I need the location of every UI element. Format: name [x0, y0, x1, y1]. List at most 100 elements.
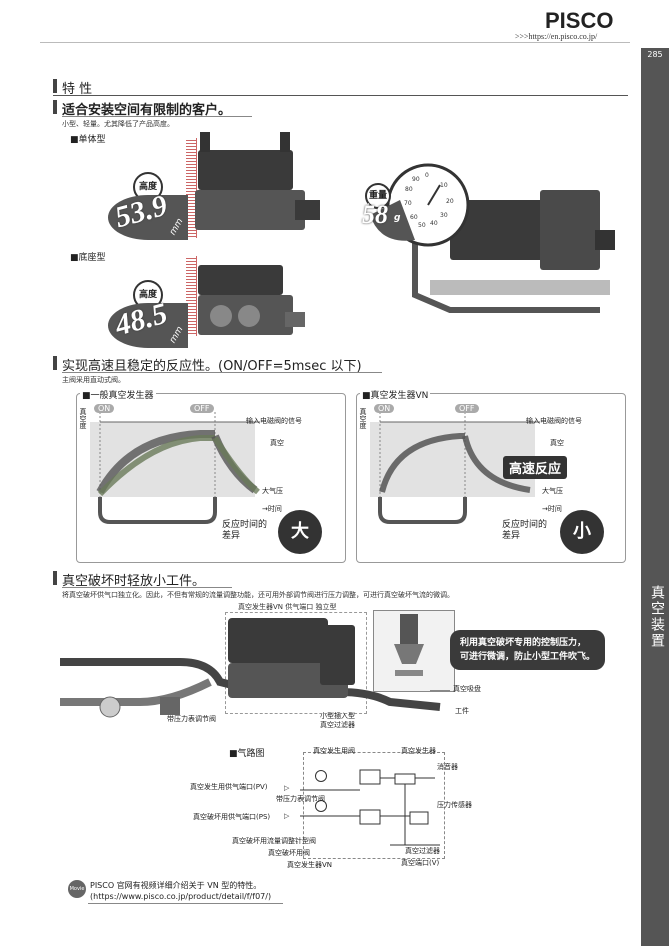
vn-valve-top: [228, 618, 328, 663]
weight-label: 重量: [365, 183, 391, 209]
height-value-bg-single: [108, 195, 188, 240]
single-type-label: ■单体型: [70, 135, 106, 145]
left-atm-label: 大气压: [262, 487, 283, 495]
filter-label: 小型插入型 真空过滤器: [320, 712, 355, 729]
pv-arrow-icon: ▷: [284, 784, 290, 792]
section1-underline: [62, 116, 252, 117]
single-coil-right: [280, 132, 290, 152]
right-on-burst: ON: [374, 404, 395, 413]
right-atm-label: 大气压: [542, 487, 563, 495]
section2-underline: [62, 372, 382, 373]
break-callout: 利用真空破坏专用的控制压力， 可进行微调，防止小型工件吹飞。: [450, 630, 606, 670]
footer-text-1: PISCO 官网有视频详细介绍关于 VN 型的特性。: [90, 881, 262, 890]
product-dashed-box: [225, 612, 367, 714]
nozzle-illustration: [394, 614, 424, 676]
single-valve-body: [195, 190, 305, 230]
features-underline: [53, 95, 628, 96]
right-y-axis: 真空度: [359, 408, 367, 429]
header-divider: [40, 42, 630, 43]
manifold-fitting: [285, 312, 305, 327]
left-diff-label: 反应时间的 差异: [222, 520, 268, 541]
circuit-regulator: 带压力表调节阀: [276, 795, 325, 803]
manifold-type-label: ■底座型: [70, 253, 106, 263]
circuit-title: ■气路图: [229, 749, 265, 759]
regulator-label: 带压力表调节阀: [167, 715, 216, 723]
manifold-valve-top: [198, 265, 283, 295]
suction-line: [430, 690, 450, 691]
weight-illustration: [370, 163, 615, 313]
gauge-tick-10: 10: [440, 182, 448, 189]
height-value-bg-manifold: [108, 303, 188, 348]
right-fast-badge: 高速反应: [503, 456, 568, 479]
left-time-label: →时间: [262, 505, 282, 513]
section1-desc: 小型、轻量。尤其降低了产品高度。: [62, 120, 174, 128]
manifold-port-2: [238, 305, 260, 327]
website-url[interactable]: >>>https://en.pisco.co.jp/: [515, 32, 598, 41]
gauge-tick-70: 70: [404, 200, 412, 207]
circuit-ps-port: 真空破坏用供气端口(PS): [193, 813, 271, 821]
height-ruler: [186, 138, 197, 238]
section2-bar: [53, 356, 57, 370]
footer-link[interactable]: (https://www.pisco.co.jp/product/detail/…: [90, 892, 272, 901]
gauge-icon-pv: [315, 770, 327, 782]
circuit-pv-port: 真空发生用供气端口(PV): [190, 783, 268, 791]
left-big-badge: 大: [278, 510, 322, 554]
gauge-tick-90: 90: [412, 176, 420, 183]
gauge-tick-80: 80: [405, 186, 413, 193]
height-ruler-manifold: [186, 256, 197, 336]
section3-title: 真空破坏时轻放小工件。: [62, 574, 206, 589]
gauge-tick-60: 60: [410, 214, 418, 221]
section1-bar: [53, 100, 57, 114]
right-chart-curves: [378, 412, 540, 524]
page-number: 285: [641, 48, 669, 62]
sidebar-band: [641, 62, 669, 946]
weight-unit: g: [394, 213, 401, 223]
movie-icon[interactable]: Movie: [68, 880, 86, 898]
section2-desc: 主阀采用直动式阀。: [62, 376, 125, 384]
right-diff-label: 反应时间的 差异: [502, 520, 548, 541]
circuit-vac-valve: 真空发生用阀: [313, 747, 355, 755]
single-coil-left: [200, 132, 210, 152]
sidebar-label: 真空装置: [649, 585, 665, 649]
circuit-muffler: 消音器: [437, 763, 458, 771]
manifold-port-1: [210, 305, 232, 327]
suction-cup-label: 真空吸盘: [453, 685, 481, 693]
gauge-tick-20: 20: [446, 198, 454, 205]
circuit-generator: 真空发生器: [401, 747, 436, 755]
right-off-burst: OFF: [455, 404, 479, 413]
left-panel-title: ■一般真空发生器: [80, 388, 156, 401]
circuit-needle: 真空破坏用流量调整针型阀: [232, 837, 316, 845]
single-valve-top: [198, 150, 293, 190]
left-on-burst: ON: [94, 404, 115, 413]
ps-arrow-icon: ▷: [284, 812, 290, 820]
right-time-label: →时间: [542, 505, 562, 513]
circuit-filter: 真空过滤器: [405, 847, 440, 855]
vn-generator-block: [320, 625, 355, 685]
gauge-tick-30: 30: [440, 212, 448, 219]
circuit-vac-port: 真空端口(V): [401, 859, 440, 867]
circuit-schematic: [300, 769, 440, 846]
footer-underline: [88, 903, 283, 904]
section1-title: 适合安装空间有限制的客户。: [62, 103, 232, 118]
weight-value: 58: [362, 200, 388, 229]
gauge-tick-50: 50: [418, 222, 426, 229]
left-off-burst: OFF: [190, 404, 214, 413]
pisco-logo: PISCO: [545, 8, 614, 33]
left-vacuum-label: 真空: [270, 439, 284, 447]
circuit-dashed-box: [303, 752, 445, 859]
right-panel-title: ■真空发生器VN: [360, 388, 431, 401]
features-title: 特 性: [62, 82, 93, 97]
circuit-vn: 真空发生器VN: [287, 861, 333, 869]
gauge-tick-40: 40: [430, 220, 438, 227]
gauge-icon-ps: [315, 800, 327, 812]
left-chart-curves: [96, 412, 260, 524]
circuit-pressure-sensor: 压力传感器: [437, 801, 472, 809]
workpiece-label: 工件: [455, 707, 469, 715]
left-y-axis: 真空度: [79, 408, 87, 429]
section3-desc: 将真空破坏供气口独立化。因此，不但有常规的流量调整功能，还可用外部调节阀进行压力…: [62, 591, 454, 599]
section3-bar: [53, 571, 57, 585]
section3-underline: [62, 587, 232, 588]
single-fitting: [295, 200, 320, 220]
features-bar: [53, 79, 57, 93]
gauge-tick-0: 0: [425, 172, 429, 179]
